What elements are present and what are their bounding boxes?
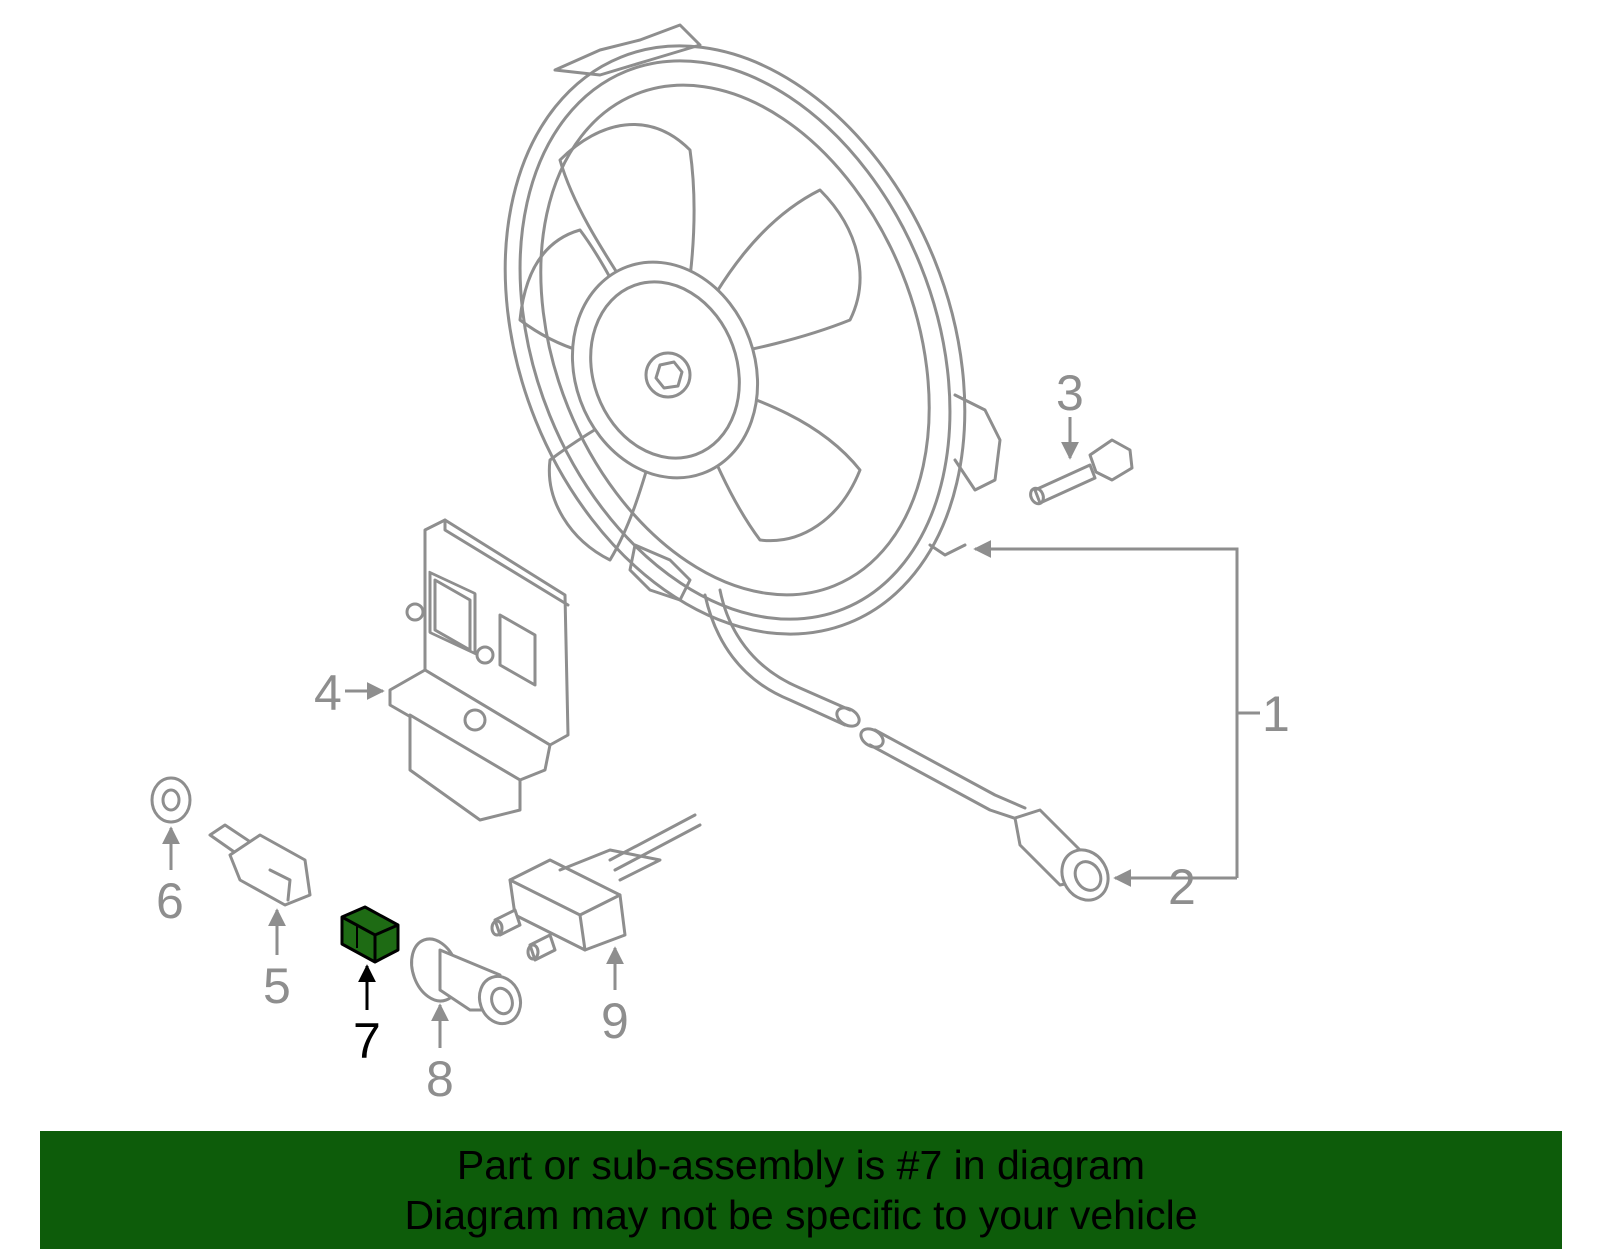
- banner-line-part-number: Part or sub-assembly is #7 in diagram: [456, 1142, 1146, 1188]
- callout-4: 4: [314, 665, 385, 721]
- washer-part-6[interactable]: [150, 776, 192, 824]
- callout-8: 8: [426, 1003, 454, 1107]
- control-module-part-4[interactable]: [388, 518, 570, 822]
- connector-part-7-highlighted[interactable]: [340, 905, 400, 964]
- banner-line-disclaimer: Diagram may not be specific to your vehi…: [404, 1192, 1198, 1238]
- sensor-part-5[interactable]: [208, 823, 312, 907]
- svg-text:3: 3: [1056, 365, 1084, 421]
- svg-text:1: 1: [1262, 686, 1290, 742]
- callout-9: 9: [601, 946, 629, 1049]
- svg-text:8: 8: [426, 1051, 454, 1107]
- callout-5: 5: [263, 908, 291, 1014]
- callout-1: 1: [973, 540, 1290, 878]
- callout-6: 6: [156, 826, 184, 929]
- svg-text:5: 5: [263, 958, 291, 1014]
- svg-text:2: 2: [1168, 859, 1196, 915]
- svg-text:9: 9: [601, 993, 629, 1049]
- bolt-part-3[interactable]: [1028, 438, 1134, 506]
- fan-assembly-part-1[interactable]: [421, 0, 1048, 730]
- callout-2: 2: [1113, 859, 1237, 915]
- info-banner: Part or sub-assembly is #7 in diagram Di…: [40, 1131, 1562, 1249]
- svg-text:6: 6: [156, 873, 184, 929]
- harness-part-2[interactable]: [858, 725, 1117, 908]
- svg-text:4: 4: [314, 665, 342, 721]
- svg-text:7: 7: [353, 1013, 381, 1069]
- switch-part-9[interactable]: [490, 813, 702, 962]
- switch-part-8[interactable]: [403, 932, 527, 1029]
- callout-7: 7: [353, 964, 381, 1069]
- callout-3: 3: [1056, 365, 1084, 460]
